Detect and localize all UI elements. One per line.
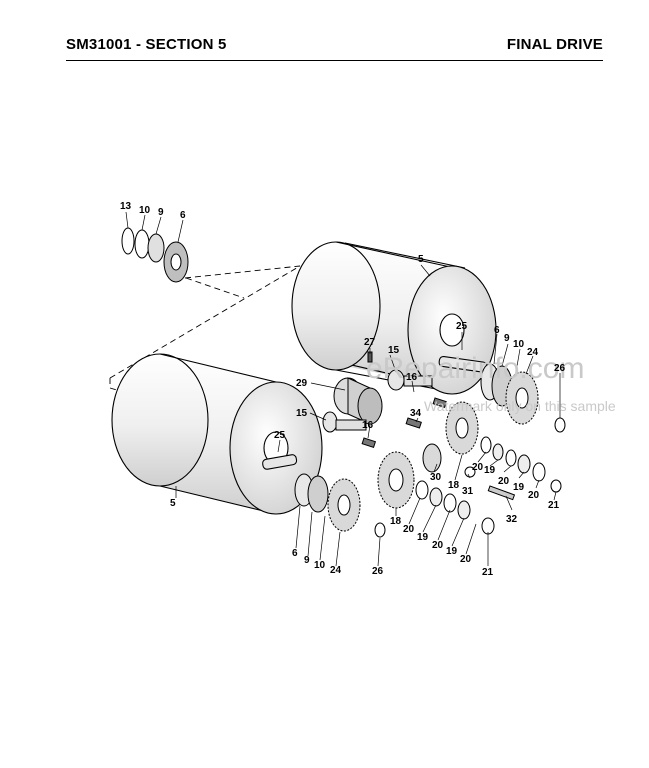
header-section-title: SM31001 - SECTION 5 (66, 36, 227, 53)
callout-6-lower: 6 (292, 548, 298, 559)
callout-6: 6 (180, 210, 186, 221)
callout-21-lower: 21 (482, 567, 494, 578)
callout-24-lower: 24 (330, 565, 342, 576)
callout-25-upper: 25 (456, 321, 468, 332)
callout-19-lower-a: 19 (417, 532, 429, 543)
callout-9-upper: 9 (504, 333, 510, 344)
callout-26-lower: 26 (372, 566, 384, 577)
callout-15-lower: 15 (296, 408, 308, 419)
upper-gear-train (480, 363, 566, 433)
callout-5-upper: 5 (418, 254, 424, 265)
callout-18-lower: 18 (390, 516, 402, 527)
header-chapter-title: FINAL DRIVE (506, 36, 603, 53)
callout-30: 30 (430, 472, 442, 483)
callout-20-middle-c: 20 (528, 490, 540, 501)
callout-6-upper: 6 (494, 325, 500, 336)
callout-labels: 13 10 9 6 5 25 6 9 10 24 26 27 15 16 29 … (120, 201, 566, 578)
callout-16-upper: 16 (406, 372, 418, 383)
center-hub-parts (322, 351, 448, 449)
callout-15-upper: 15 (388, 345, 400, 356)
callout-26-upper: 26 (554, 363, 566, 374)
callout-19-lower-b: 19 (446, 546, 458, 557)
callout-34: 34 (410, 408, 422, 419)
callout-21-upper: 21 (548, 500, 560, 511)
callout-10: 10 (139, 205, 151, 216)
callout-20-middle-a: 20 (472, 462, 484, 473)
callout-10-lower: 10 (314, 560, 326, 571)
callout-29: 29 (296, 378, 308, 389)
callout-20-middle-b: 20 (498, 476, 510, 487)
callout-20-lower-a: 20 (403, 524, 415, 535)
callout-32: 32 (506, 514, 518, 525)
callout-18-middle: 18 (448, 480, 460, 491)
header-rule (66, 60, 603, 61)
callout-31: 31 (462, 486, 474, 497)
callout-13: 13 (120, 201, 132, 212)
leader-lines (125, 211, 561, 567)
upper-left-bearing-stack (121, 227, 189, 283)
callout-16-lower: 16 (362, 420, 374, 431)
middle-gear-train (422, 401, 562, 501)
watermark-text: eRepairinfo.com (366, 352, 584, 385)
callout-9-lower: 9 (304, 555, 310, 566)
callout-20-lower-c: 20 (460, 554, 472, 565)
callout-9: 9 (158, 207, 164, 218)
callout-24-upper: 24 (527, 347, 539, 358)
lower-gear-train (294, 451, 495, 538)
callout-10-upper: 10 (513, 339, 525, 350)
watermark-subtext: Watermark only on this sample (424, 398, 616, 414)
callout-19-middle-a: 19 (484, 465, 496, 476)
callout-27: 27 (364, 337, 376, 348)
callout-20-lower-b: 20 (432, 540, 444, 551)
callout-19-middle-b: 19 (513, 482, 525, 493)
callout-5-lower: 5 (170, 498, 176, 509)
lower-drum (111, 353, 323, 515)
callout-25-lower: 25 (274, 430, 286, 441)
